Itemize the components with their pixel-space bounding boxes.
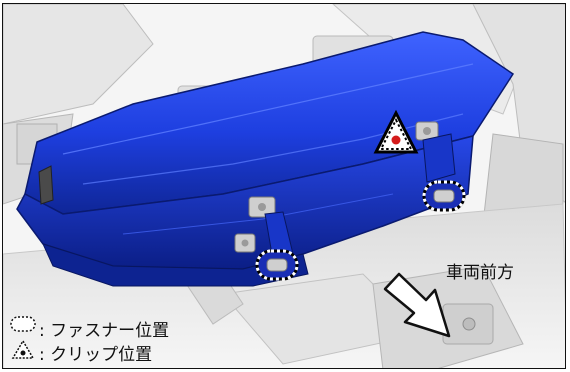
legend-oval-icon (10, 316, 36, 332)
direction-arrow-icon (383, 272, 451, 338)
vehicle-illustration (3, 4, 565, 368)
legend-row-clip: : クリップ位置 (9, 338, 219, 365)
fastener-marker (422, 180, 466, 212)
legend-clip-label: : クリップ位置 (39, 345, 153, 365)
legend: : ファスナー位置 : クリップ位置 (9, 314, 219, 365)
legend-row-fastener: : ファスナー位置 (9, 314, 219, 341)
diagram-frame: 車両前方 : ファスナー位置 : クリップ位置 (2, 3, 566, 369)
blue-cover-part (16, 31, 515, 287)
legend-triangle-icon (11, 339, 35, 359)
clip-marker (373, 109, 419, 154)
vehicle-front-direction-label: 車両前方 (446, 263, 514, 283)
fastener-marker (255, 249, 299, 281)
legend-fastener-label: : ファスナー位置 (39, 321, 170, 341)
